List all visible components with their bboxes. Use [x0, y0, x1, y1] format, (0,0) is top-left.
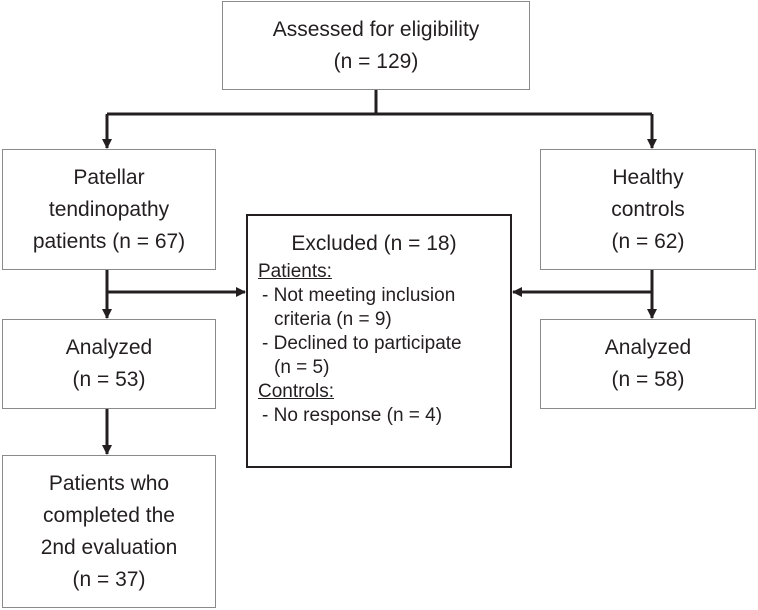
- completed-box: Patients who completed the 2nd evaluatio…: [2, 455, 216, 608]
- excluded-title: Excluded (n = 18): [291, 232, 457, 255]
- analyzed-controls-label: Analyzed: [604, 336, 692, 359]
- healthy-line1: Healthy: [612, 165, 684, 189]
- excluded-item-not-meeting-cont: criteria (n = 9): [274, 309, 392, 330]
- excluded-box: Excluded (n = 18) Patients: - Not meetin…: [246, 214, 512, 468]
- excluded-controls-heading: Controls:: [258, 381, 335, 402]
- analyzed-patients-label: Analyzed: [65, 336, 153, 359]
- healthy-box: Healthy controls (n = 62): [540, 149, 756, 270]
- analyzed-patients-count: (n = 53): [72, 368, 146, 391]
- assessed-label: Assessed for eligibility: [272, 17, 480, 41]
- analyzed-patients-box: Analyzed (n = 53): [2, 319, 216, 409]
- patellar-line2: tendinopathy: [48, 197, 170, 221]
- completed-line3: 2nd evaluation: [40, 535, 178, 559]
- patellar-line1: Patellar: [73, 165, 145, 189]
- patellar-line3: patients (n = 67): [32, 229, 186, 253]
- healthy-line2: controls: [611, 197, 685, 221]
- healthy-line3: (n = 62): [611, 229, 685, 253]
- analyzed-controls-box: Analyzed (n = 58): [540, 319, 756, 409]
- completed-line1: Patients who: [48, 471, 170, 495]
- excluded-item-no-response: - No response (n = 4): [262, 405, 443, 426]
- patellar-box: Patellar tendinopathy patients (n = 67): [2, 149, 216, 270]
- completed-line2: completed the: [43, 503, 175, 527]
- excluded-item-not-meeting: - Not meeting inclusion: [262, 285, 456, 306]
- excluded-item-declined: - Declined to participate: [262, 333, 462, 354]
- assessed-count: (n = 129): [333, 49, 419, 73]
- completed-line4: (n = 37): [72, 567, 146, 591]
- analyzed-controls-count: (n = 58): [611, 368, 685, 391]
- excluded-item-declined-cont: (n = 5): [274, 357, 330, 378]
- assessed-box: Assessed for eligibility (n = 129): [222, 1, 530, 90]
- excluded-patients-heading: Patients:: [258, 261, 332, 282]
